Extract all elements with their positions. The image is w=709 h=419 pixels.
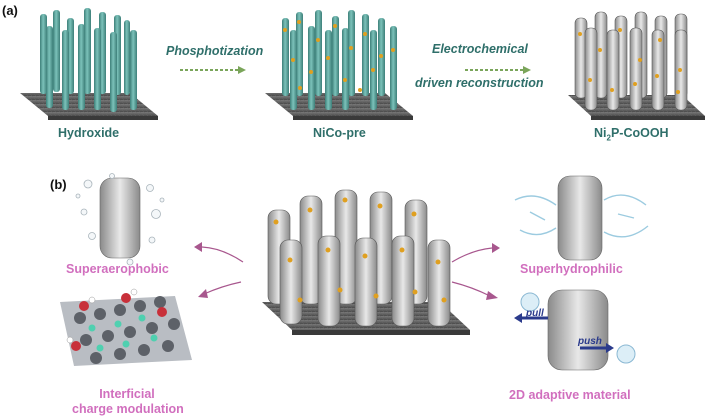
arrow-to-charge-modulation xyxy=(203,281,242,295)
superhydrophilic-label: Superhydrophilic xyxy=(520,262,623,276)
property-arrows xyxy=(194,242,500,300)
reconstructed-rods xyxy=(267,189,451,327)
nanoparticle-dots xyxy=(283,20,395,92)
bubble-right xyxy=(616,344,636,364)
arrow-to-superaerophobic xyxy=(201,246,244,263)
pull-label: pull xyxy=(525,308,544,319)
center-electrode-illustration xyxy=(262,189,470,335)
adaptive-material-illustration: pull push xyxy=(514,289,636,371)
electrochemical-label: Electrochemical xyxy=(432,42,528,56)
nico-pre-rods xyxy=(282,10,397,110)
superaerophobic-illustration xyxy=(75,173,165,266)
superaerophobic-label: Superaerophobic xyxy=(66,262,169,276)
hydroxide-illustration xyxy=(20,8,158,120)
substrate-plate xyxy=(20,93,158,116)
step-label-nico-pre: NiCo-pre xyxy=(313,126,366,140)
rod xyxy=(547,289,609,371)
lattice-atoms-grey xyxy=(74,296,180,364)
bubble-left xyxy=(520,292,540,312)
step-label-hydroxide: Hydroxide xyxy=(58,126,120,140)
charge-modulation-label: Interficial charge modulation xyxy=(72,387,184,416)
nanoparticle-dots xyxy=(578,28,682,94)
ni2p-coooh-illustration xyxy=(568,11,705,120)
charge-modulation-illustration xyxy=(60,288,192,366)
rod xyxy=(557,175,603,261)
panel-b-label: (b) xyxy=(50,177,67,192)
substrate-edge xyxy=(591,116,705,120)
nico-pre-illustration xyxy=(265,10,413,120)
reconstruction-arrow xyxy=(465,66,531,74)
hydroxide-rods xyxy=(40,8,137,112)
lattice-atoms-cyan xyxy=(88,314,158,352)
arrow-to-adaptive-material xyxy=(451,281,491,297)
water-network xyxy=(514,194,649,238)
nanoparticle-dots xyxy=(273,197,447,303)
panel-a-label: (a) xyxy=(2,3,18,18)
substrate-edge xyxy=(48,116,158,120)
step-label-ni2p-coooh: Ni2P-CoOOH xyxy=(594,126,669,143)
rod xyxy=(99,177,141,259)
driven-reconstruction-label: driven reconstruction xyxy=(415,76,544,90)
gas-bubbles xyxy=(75,173,165,266)
lattice-atoms-red xyxy=(71,293,167,351)
substrate-edge xyxy=(292,330,470,335)
phosphotization-arrow xyxy=(180,66,246,74)
adaptive-material-label: 2D adaptive material xyxy=(509,388,631,402)
arrow-to-superhydrophilic xyxy=(451,247,493,263)
phosphotization-label: Phosphotization xyxy=(166,44,264,58)
substrate-edge xyxy=(293,116,413,120)
push-label: push xyxy=(577,336,602,347)
superhydrophilic-illustration xyxy=(514,175,649,261)
lattice-atoms-white xyxy=(66,288,138,344)
